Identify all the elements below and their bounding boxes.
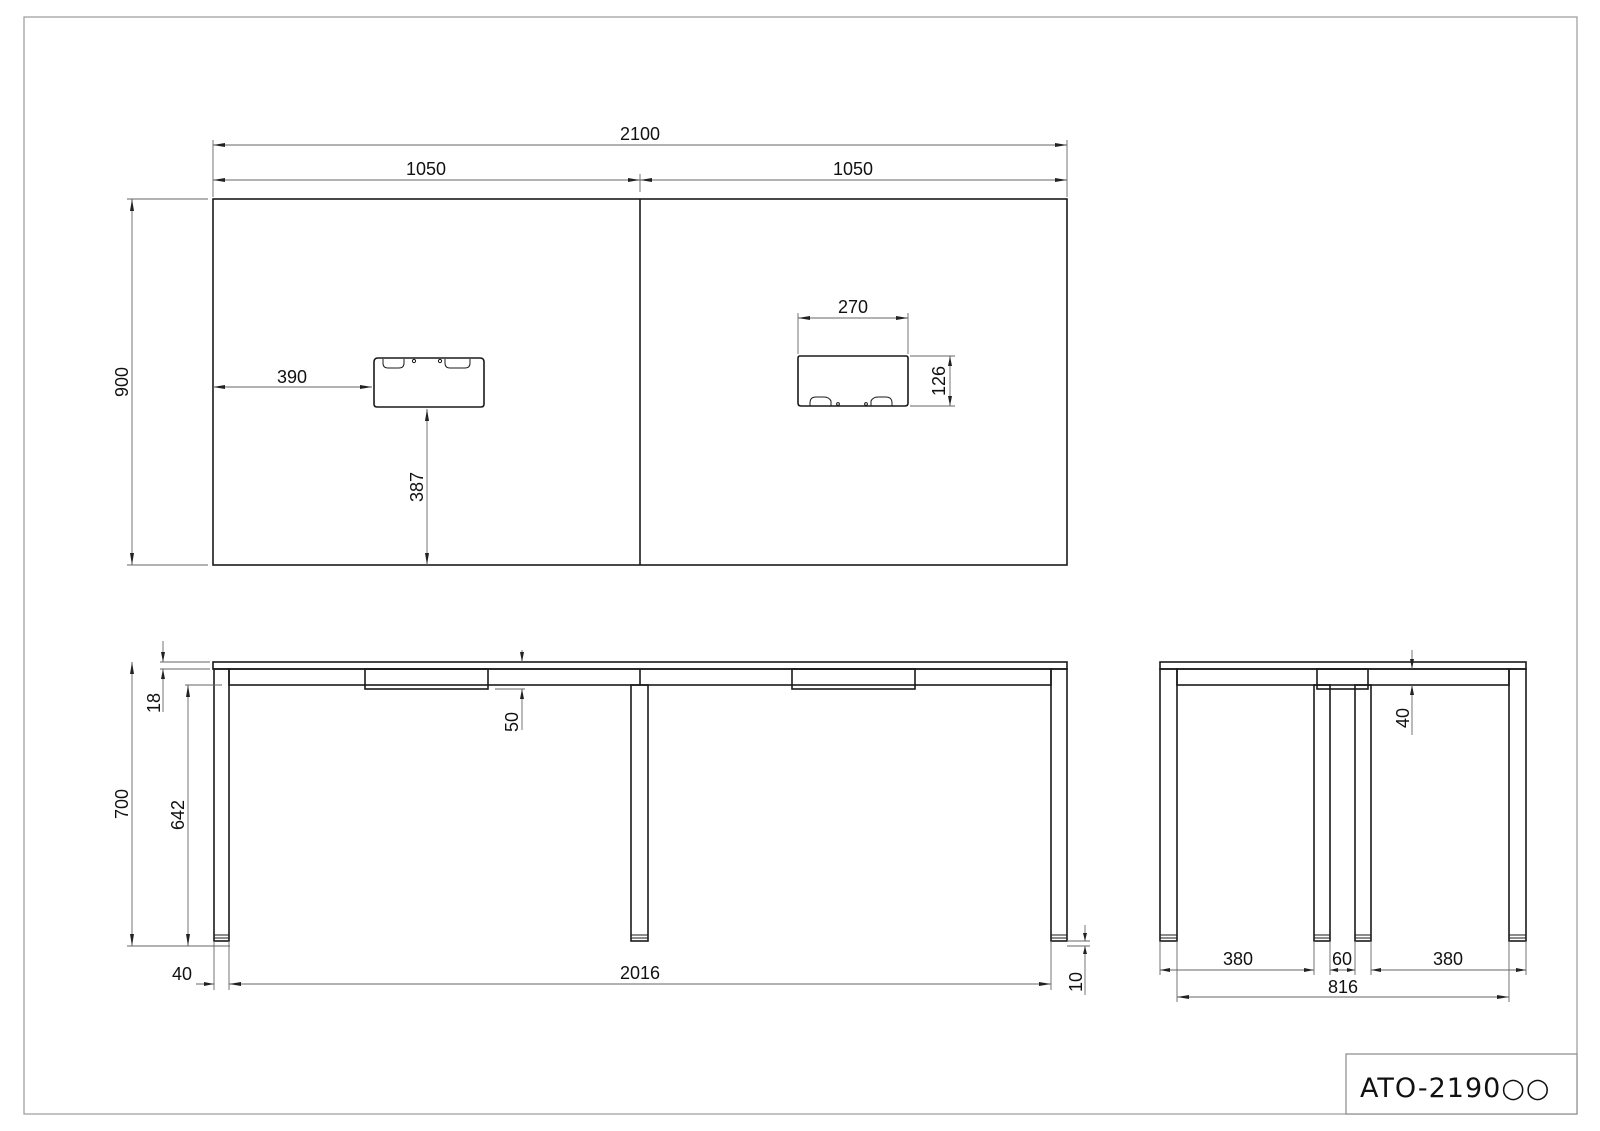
- dim-overall-width: 2100: [620, 124, 660, 144]
- front-leg-right: [1050, 668, 1068, 942]
- dim-depth: 900: [112, 367, 132, 397]
- dim-side-left-span: 380: [1223, 949, 1253, 969]
- side-leg-right: [1508, 668, 1527, 942]
- left-wiring-grommet: [373, 357, 485, 408]
- dim-left-grommet-offset-x: 390: [277, 367, 307, 387]
- title-block: ATO-2190○○: [1345, 1053, 1578, 1115]
- dim-side-right-span: 380: [1433, 949, 1463, 969]
- front-tabletop: [212, 661, 1068, 670]
- dim-adjuster-height: 10: [1066, 972, 1086, 992]
- dim-side-overall-depth: 816: [1328, 977, 1358, 997]
- side-view: 40 380 60 380 816: [1159, 650, 1527, 1002]
- dim-apron-grommet-depth: 50: [502, 712, 522, 732]
- model-code: ATO-2190○○: [1360, 1073, 1550, 1104]
- side-leg-left: [1159, 668, 1178, 942]
- dim-right-grommet-width: 270: [838, 297, 868, 317]
- dim-overall-height: 700: [112, 789, 132, 819]
- side-leg-center-left: [1313, 684, 1331, 942]
- dim-leg-width: 40: [172, 964, 192, 984]
- dim-right-half-width: 1050: [833, 159, 873, 179]
- dim-top-thickness: 18: [144, 693, 164, 713]
- front-left-grommet-box: [364, 668, 489, 690]
- side-tabletop: [1159, 661, 1527, 670]
- dim-side-center-gap: 60: [1332, 949, 1352, 969]
- plan-view: 2100 1050 1050 900 390 387 270: [112, 124, 1068, 566]
- right-wiring-grommet: [797, 355, 909, 407]
- front-leg-center: [630, 684, 649, 942]
- front-leg-left: [213, 668, 230, 942]
- side-apron: [1176, 668, 1510, 686]
- drawing-frame: [23, 16, 1578, 1115]
- dim-left-half-width: 1050: [406, 159, 446, 179]
- dim-side-apron-height: 40: [1393, 708, 1413, 728]
- side-grommet-box: [1316, 668, 1369, 690]
- side-leg-center-right: [1354, 684, 1372, 942]
- dim-leg-span: 2016: [620, 963, 660, 983]
- front-view: 18 700 642 50 40 2016: [112, 641, 1090, 995]
- dim-right-grommet-depth: 126: [929, 366, 949, 396]
- dim-left-grommet-offset-y: 387: [407, 472, 427, 502]
- dim-clear-height: 642: [168, 800, 188, 830]
- front-right-grommet-box: [791, 668, 916, 690]
